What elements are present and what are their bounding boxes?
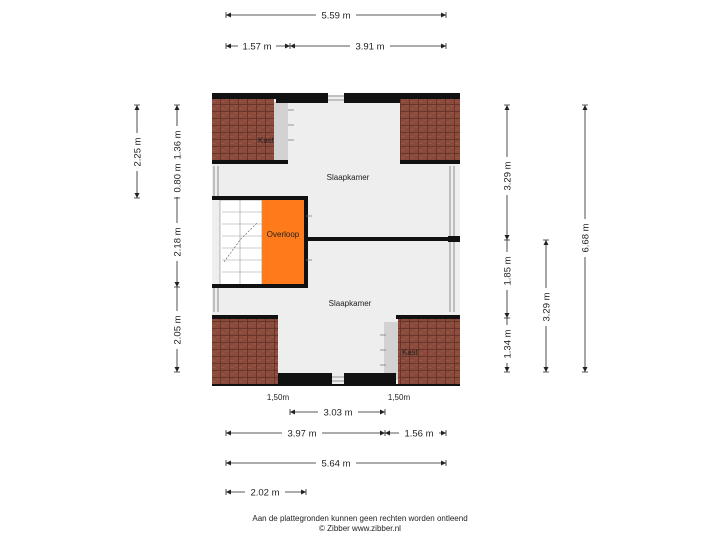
room-label-kast-bottom: Kast [402,348,419,357]
walls [212,93,460,386]
dim-left-outer: 2.25 m [133,137,144,166]
room-label-kast-top: Kast [258,136,275,145]
dim-bottom-total: 5.64 m [321,459,350,470]
roof-top-left [212,95,274,162]
dim-left-1: 1.36 m [173,130,184,159]
dim-left-4: 2.05 m [173,315,184,344]
dim-right-mid: 3.29 m [542,292,553,321]
dim-right-total: 6.68 m [581,223,592,252]
dim-below-right-width: 1,50m [388,393,411,402]
dimension-arrows [134,12,588,495]
overloop-landing [262,200,306,286]
dim-left-2: 0.80 m [173,163,184,192]
kast-bottom-shelf [384,322,398,380]
roof-bottom-left [212,318,278,386]
kast-top-shelf [274,102,288,160]
stair-treads [222,200,262,286]
dim-bottom-right: 1.56 m [404,429,433,440]
dim-bottom-small: 2.02 m [250,488,279,499]
room-label-overloop: Overloop [267,230,300,239]
footer-disclaimer: Aan de plattegronden kunnen geen rechten… [252,514,468,523]
room-label-slaapkamer-top: Slaapkamer [327,173,370,182]
dim-right-2: 1.85 m [503,256,514,285]
roof-top-right [400,95,460,162]
room-label-slaapkamer-bottom: Slaapkamer [329,299,372,308]
dim-top-right: 3.91 m [355,42,384,53]
stairwell [219,199,263,287]
dim-bottom-left: 3.97 m [287,429,316,440]
window-marks [213,95,455,382]
dimension-labels: 5.59 m 1.57 m 3.91 m 2.25 m 1.36 m 0.80 … [131,9,592,499]
dim-right-1: 3.29 m [503,161,514,190]
dim-right-3: 1.34 m [503,329,514,358]
dim-below-left-width: 1,50m [267,393,290,402]
roof-bottom-right [398,318,460,386]
dim-top-total: 5.59 m [321,11,350,22]
dim-left-3: 2.18 m [173,227,184,256]
dim-bottom-inner: 3.03 m [323,408,352,419]
dim-top-left: 1.57 m [242,42,271,53]
footer-copyright: © Zibber www.zibber.nl [319,524,401,533]
